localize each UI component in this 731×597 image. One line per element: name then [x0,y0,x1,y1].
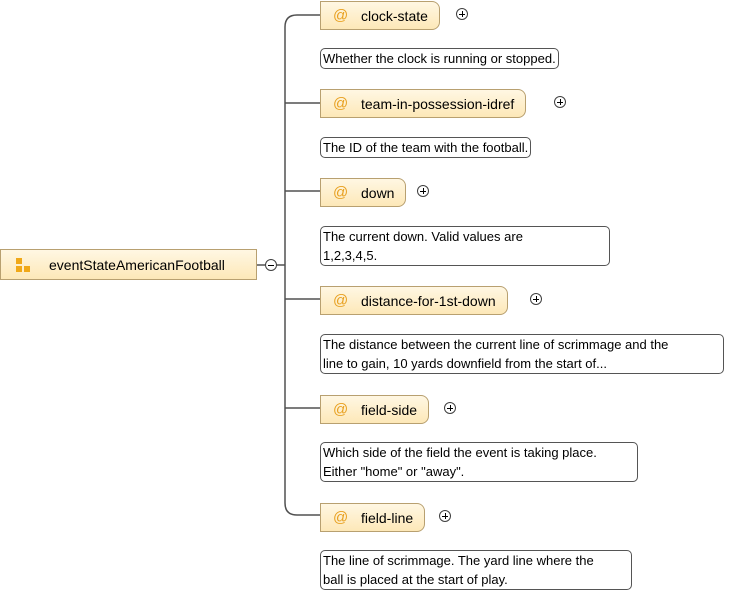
annotation-line: Which side of the field the event is tak… [323,445,597,460]
attribute-node-field-line[interactable]: @ field-line [320,503,426,532]
expand-icon[interactable] [530,293,542,305]
expand-icon[interactable] [444,402,456,414]
attribute-node-team-in-possession-idref[interactable]: @ team-in-possession-idref [320,89,527,118]
attribute-name: team-in-possession-idref [361,95,515,112]
sequence-icon [16,258,36,276]
attribute-at-icon: @ [333,509,349,526]
attribute-name: clock-state [361,7,428,24]
annotation-box: The current down. Valid values are 1,2,3… [320,226,610,266]
annotation-line: Whether the clock is running or stopped. [323,51,556,66]
expand-icon[interactable] [417,185,429,197]
attribute-at-icon: @ [333,184,349,201]
annotation-box: The ID of the team with the football. [320,137,532,158]
annotation-line: The line of scrimmage. The yard line whe… [323,553,594,568]
annotation-line: The current down. Valid values are [323,229,523,244]
root-element-node[interactable]: eventStateAmericanFootball [0,249,257,280]
attribute-at-icon: @ [333,95,349,112]
annotation-box: The distance between the current line of… [320,334,724,374]
attribute-name: field-side [361,401,418,418]
annotation-line: The ID of the team with the football. [323,140,529,155]
attribute-name: distance-for-1st-down [361,292,496,309]
attribute-node-clock-state[interactable]: @ clock-state [320,1,440,30]
attribute-at-icon: @ [333,401,349,418]
annotation-line: line to gain, 10 yards downfield from th… [323,356,607,371]
annotation-line: ball is placed at the start of play. [323,572,508,587]
attribute-node-down[interactable]: @ down [320,178,407,207]
expand-icon[interactable] [554,96,566,108]
annotation-box: Which side of the field the event is tak… [320,442,638,482]
annotation-line: 1,2,3,4,5. [323,248,378,263]
root-element-label: eventStateAmericanFootball [49,257,225,273]
attribute-name: field-line [361,509,414,526]
annotation-line: The distance between the current line of… [323,337,669,352]
attribute-node-distance-for-1st-down[interactable]: @ distance-for-1st-down [320,286,508,315]
annotation-line: Either "home" or "away". [323,464,465,479]
attribute-name: down [361,184,395,201]
attribute-node-field-side[interactable]: @ field-side [320,395,430,424]
attribute-at-icon: @ [333,292,349,309]
attribute-at-icon: @ [333,7,349,24]
expand-icon[interactable] [439,510,451,522]
collapse-icon[interactable] [265,259,277,271]
annotation-box: The line of scrimmage. The yard line whe… [320,550,632,590]
annotation-box: Whether the clock is running or stopped. [320,48,559,69]
expand-icon[interactable] [456,8,468,20]
